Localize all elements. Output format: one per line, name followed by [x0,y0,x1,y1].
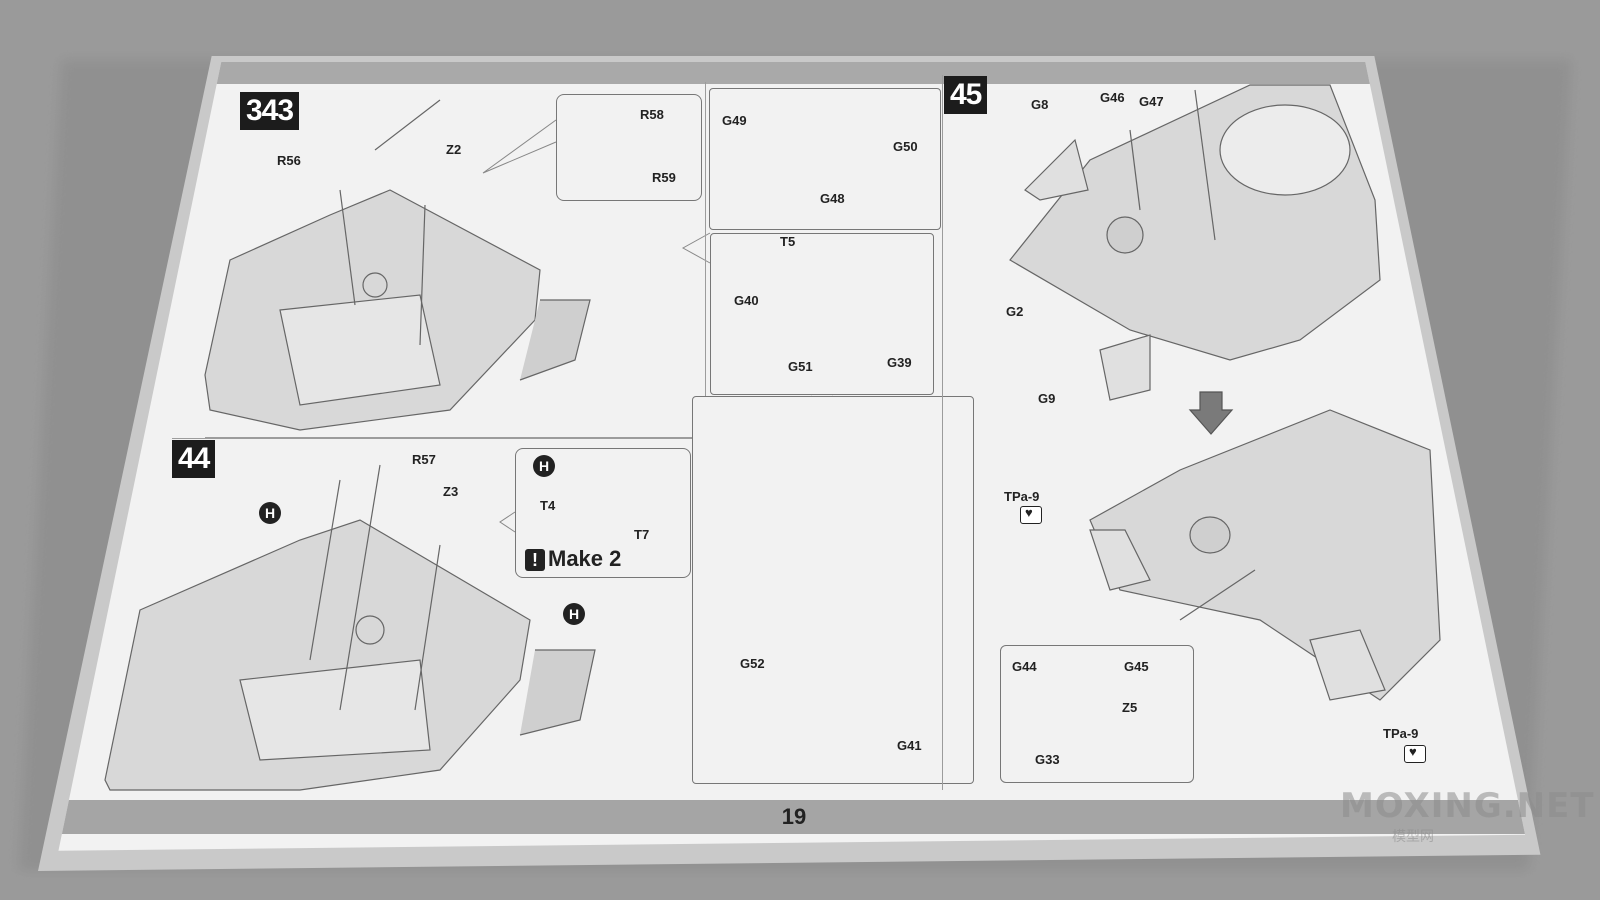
part-label: G45 [1124,659,1149,674]
step-45-callout [1000,645,1194,783]
photo-etch-icon [1020,505,1042,524]
make-quantity-note: !Make 2 [525,546,621,572]
photo-etch-icon [1404,744,1426,763]
part-label: G47 [1139,94,1164,109]
part-label: G39 [887,355,912,370]
part-label: G2 [1006,304,1024,319]
warning-icon: ! [525,549,545,571]
part-label: G50 [893,139,918,154]
part-label: G52 [740,656,765,671]
part-label: Z3 [443,484,459,499]
part-label: Z2 [446,142,462,157]
part-label: G40 [734,293,759,308]
part-label: G44 [1012,659,1037,674]
part-label: G49 [722,113,747,128]
make-note-text: Make 2 [548,546,622,571]
page-number: 19 [781,804,807,829]
part-label: TPa-9 [1004,489,1040,504]
step-44-frame [172,438,702,791]
part-label: R56 [277,153,301,168]
part-label: G41 [897,738,922,753]
part-label: G48 [820,191,845,206]
part-label: R57 [412,452,436,467]
sub-assembly-top-box [709,88,941,230]
page-top-band [58,62,1526,84]
part-label: TPa-9 [1383,726,1419,741]
sub-assembly-mid-box [710,233,934,395]
step-45-frame [942,75,993,790]
step-43-badge: 343 [240,92,300,130]
part-label: T5 [780,234,796,249]
part-label: R59 [652,170,676,185]
step-43-frame [205,82,706,438]
step-43-callout [556,94,702,201]
h-marker-icon: H [563,603,585,625]
part-label: G51 [788,359,813,374]
watermark-sub: 模型网 [1392,829,1434,845]
part-label: T4 [540,498,556,513]
part-label: G9 [1038,391,1056,406]
watermark-logo: MOXING.NET [1340,786,1595,826]
part-label: G33 [1035,752,1060,767]
step-44-badge: 44 [172,440,216,478]
part-label: T7 [634,527,650,542]
part-label: G8 [1031,97,1049,112]
part-label: Z5 [1122,700,1138,715]
sub-assembly-bottom-box [692,396,974,784]
page-bottom-band [58,800,1526,834]
h-marker-icon: H [259,502,281,524]
h-marker-icon: H [533,455,555,477]
part-label: G46 [1100,90,1125,105]
part-label: R58 [640,107,664,122]
step-45-badge: 45 [944,76,988,114]
